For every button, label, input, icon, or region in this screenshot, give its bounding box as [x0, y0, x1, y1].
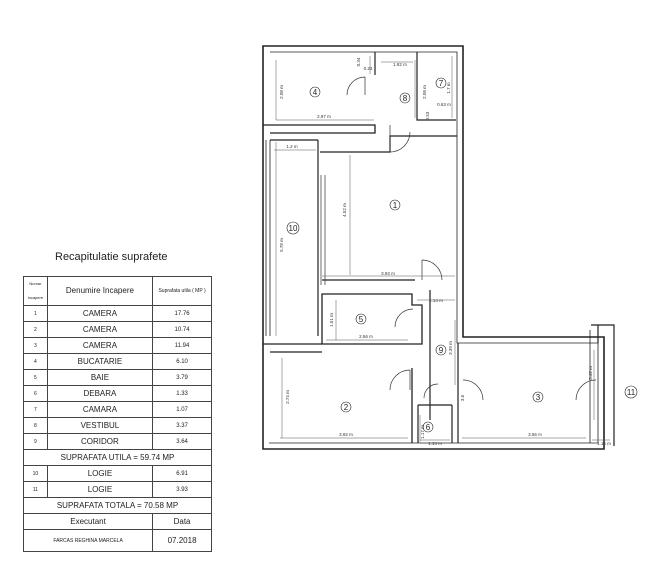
dimension-label: 3.6	[460, 394, 465, 401]
room-number: 1	[393, 201, 398, 210]
door-swing	[389, 125, 411, 153]
door-swing	[575, 379, 597, 401]
dimension-label: 3.42 m	[588, 366, 593, 380]
executant-name: FARCAS REGHINA MARCELA	[22, 529, 154, 552]
room-number: 6	[426, 423, 431, 432]
pantry-wall	[416, 52, 456, 121]
dimension-label: 3.92 m	[339, 432, 353, 437]
dimension-label: 0.63 m	[437, 102, 451, 107]
room-1-marker: 1	[389, 199, 401, 211]
header-room-name: Denumire Incapere	[46, 276, 154, 306]
room-marker-circle	[532, 391, 544, 403]
room-number: 8	[403, 94, 408, 103]
door-swing	[423, 383, 439, 399]
door-swing	[421, 259, 443, 281]
room-number: 3	[536, 393, 541, 402]
room1-north-wall	[270, 135, 457, 153]
room-number: 5	[359, 315, 364, 324]
room-marker-circle	[355, 313, 367, 325]
window-frame	[320, 175, 326, 285]
dimension-label: 1.82 m	[393, 62, 407, 67]
room-number: 10	[289, 224, 298, 233]
door-swing	[462, 379, 484, 401]
room-8-marker: 8	[399, 92, 411, 104]
dimension-label: 1.14 m	[428, 441, 442, 446]
room-marker-circle	[340, 401, 352, 413]
dimension-label: 2.08 m	[422, 85, 427, 99]
room-10-marker: 10	[286, 221, 300, 235]
room-marker-circle	[435, 77, 447, 89]
door-swing	[346, 76, 366, 96]
room-number: 11	[627, 388, 636, 397]
room-marker-circle	[286, 221, 300, 235]
bedroom2-wall	[263, 343, 413, 443]
room-2-marker: 2	[340, 401, 352, 413]
room-number: 9	[439, 346, 444, 355]
dimension-label: 0.53	[425, 111, 430, 120]
room-7-marker: 7	[435, 77, 447, 89]
door-swing	[389, 369, 411, 391]
dimension-labels: 2.97 m 2.08 m 1.82 m 2.08 m 0.34 0.23 1.…	[279, 57, 611, 446]
room-9-marker: 9	[435, 344, 447, 356]
room-marker-circle	[389, 199, 401, 211]
table-header-row: Numar incapere Denumire Incapere Suprafa…	[23, 276, 212, 306]
room-number: 4	[313, 88, 318, 97]
date-value: 07.2018	[152, 529, 212, 552]
room-6-marker: 6	[422, 421, 434, 433]
room-marker-circle	[399, 92, 411, 104]
dimension-label: 3.56 m	[528, 432, 542, 437]
doors	[320, 76, 597, 401]
dimension-label: 0.34	[356, 57, 361, 66]
header-useful-area: Suprafata utila ( MP )	[152, 276, 212, 306]
room-4-marker: 4	[309, 86, 321, 98]
dimension-label: 1.51 m	[329, 313, 334, 327]
dimension-label: 1.7 m	[446, 82, 451, 94]
room-markers: 1 2 3 4 5 6 7 8 9 10 11	[286, 77, 638, 433]
dimension-label: 2.08 m	[279, 85, 284, 99]
corridor-wall	[322, 279, 431, 420]
dimension-lines	[274, 56, 610, 442]
outer-wall-inner-line	[269, 51, 599, 444]
dimension-label: 1.15 m	[597, 441, 611, 446]
dimension-label: 3.93 m	[381, 271, 395, 276]
dimension-label: 1.14 m	[429, 298, 443, 303]
dimension-label: 4.52 m	[342, 203, 347, 217]
dimension-label: 2.74 m	[285, 390, 290, 404]
recap-title: Recapitulatie suprafete	[55, 251, 168, 263]
room-marker-circle	[624, 385, 638, 399]
room-marker-circle	[435, 344, 447, 356]
room-number: 7	[439, 79, 444, 88]
area-recap-table: Numar incapere Denumire Incapere Suprafa…	[22, 276, 212, 552]
dimension-label: 5.78 m	[279, 238, 284, 252]
room-marker-circle	[309, 86, 321, 98]
room-3-marker: 3	[532, 391, 544, 403]
dimension-label: 1.2 m	[286, 144, 298, 149]
dimension-label: 3.39 m	[448, 341, 453, 355]
loggia-outer-line	[265, 140, 271, 336]
room-marker-circle	[422, 421, 434, 433]
dimension-label: 2.56 m	[359, 334, 373, 339]
room-5-marker: 5	[355, 313, 367, 325]
outer-wall	[262, 45, 605, 450]
room-11-marker: 11	[624, 385, 638, 399]
kitchen-south-wall	[263, 124, 376, 134]
dimension-label: 1.17 m	[420, 425, 425, 439]
dimension-label: 0.23	[364, 66, 373, 71]
loggia11-wall	[591, 324, 615, 446]
dimension-label: 2.97 m	[317, 114, 331, 119]
room-number: 2	[344, 403, 349, 412]
walls	[262, 45, 615, 450]
door-swing	[394, 308, 414, 328]
storage-wall	[417, 404, 453, 443]
